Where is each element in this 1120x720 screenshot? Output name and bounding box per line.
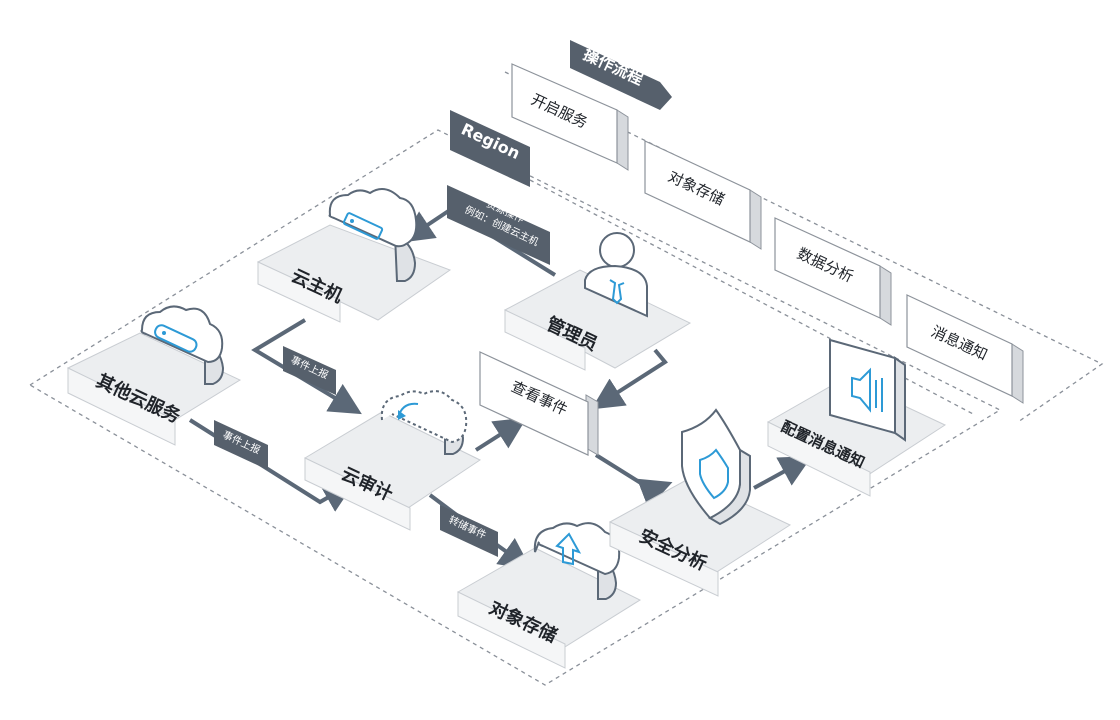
tag-event-report-1: 事件上报 xyxy=(283,346,336,395)
node-cloud-host: 云主机 xyxy=(256,188,452,323)
server-cloud-icon xyxy=(140,305,225,385)
tag-event-report-2: 事件上报 xyxy=(214,420,268,470)
shield-icon xyxy=(681,408,751,526)
node-view-events: 查看事件 xyxy=(479,351,599,456)
arrow-host-to-audit xyxy=(251,318,362,415)
region-label-tag: Region xyxy=(450,110,530,187)
arrow-admin-to-view xyxy=(591,348,668,410)
node-cloud-audit: 云审计 xyxy=(303,390,482,531)
process-step-3: 数据分析 xyxy=(774,217,892,326)
cloud-host-icon xyxy=(328,188,418,282)
arrow-audit-to-view xyxy=(474,417,527,452)
process-step-1: 开启服务 xyxy=(511,63,629,171)
node-security-analysis: 安全分析 xyxy=(608,408,792,597)
process-step-4: 消息通知 xyxy=(906,294,1024,404)
admin-person-icon xyxy=(584,232,648,318)
tag-resource-op: 资源操作 例如：创建云主机 xyxy=(447,185,550,265)
arrow-view-to-security xyxy=(594,453,673,509)
speaker-panel-icon xyxy=(829,338,906,442)
tag-dump-events: 转储事件 xyxy=(440,505,498,557)
process-boundary xyxy=(504,71,1104,423)
region-boundary xyxy=(29,129,1002,686)
node-config-notify: 配置消息通知 xyxy=(766,338,947,497)
cloud-upload-icon xyxy=(533,522,621,600)
process-step-2: 对象存储 xyxy=(644,140,762,250)
arrow-security-to-notify xyxy=(753,456,813,490)
cloud-refresh-icon xyxy=(380,390,468,455)
node-admin: 管理员 xyxy=(503,232,692,371)
node-object-storage: 对象存储 xyxy=(456,522,642,669)
